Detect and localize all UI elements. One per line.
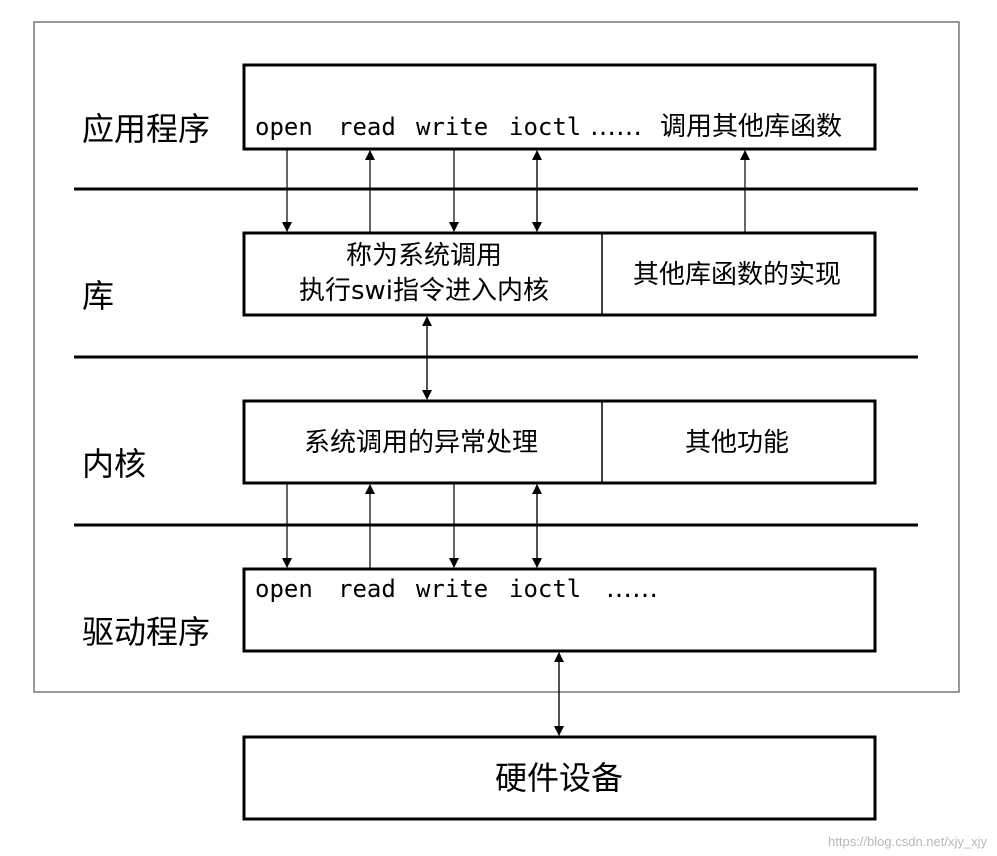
lib-other-impl: 其他库函数的实现 <box>633 260 841 290</box>
kernel-exception-handling: 系统调用的异常处理 <box>304 428 538 458</box>
outer-frame <box>33 21 960 693</box>
layer-label-driver: 驱动程序 <box>82 613 210 651</box>
watermark: https://blog.csdn.net/xjy_xjy <box>828 834 987 849</box>
app-other-call: 调用其他库函数 <box>660 112 842 142</box>
layer-label-lib: 库 <box>82 277 114 315</box>
driver-box <box>242 567 877 653</box>
app-call-open: open <box>255 113 313 141</box>
driver-ellipsis: …… <box>606 574 658 604</box>
lib-syscall-line2: 执行swi指令进入内核 <box>299 276 549 306</box>
kernel-box <box>242 399 877 485</box>
kernel-other-functions: 其他功能 <box>685 428 789 458</box>
driver-call-ioctl: ioctl <box>509 575 581 603</box>
driver-call-read: read <box>338 575 396 603</box>
hardware-box <box>242 735 877 821</box>
layer-label-kernel: 内核 <box>82 445 146 483</box>
hardware-label: 硬件设备 <box>495 759 623 797</box>
lib-box <box>242 231 877 317</box>
lib-syscall-line1: 称为系统调用 <box>346 241 502 271</box>
app-call-ioctl: ioctl <box>509 113 581 141</box>
layer-label-app: 应用程序 <box>82 110 210 148</box>
app-ellipsis: …… <box>590 112 642 142</box>
driver-call-write: write <box>416 575 488 603</box>
app-box <box>242 63 877 151</box>
app-call-write: write <box>416 113 488 141</box>
app-call-read: read <box>338 113 396 141</box>
driver-call-open: open <box>255 575 313 603</box>
